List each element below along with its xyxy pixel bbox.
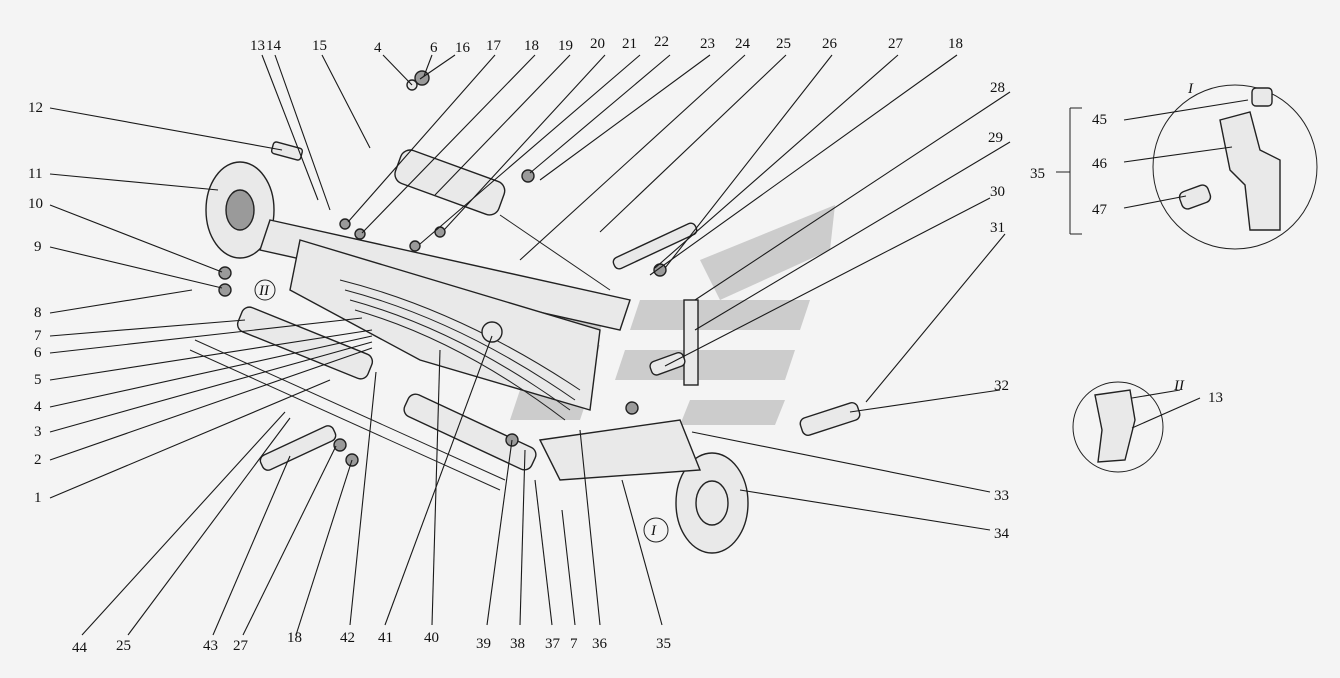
callout-39: 39: [476, 636, 491, 652]
callout-26: 26: [822, 36, 838, 52]
bottom-cylinder: [403, 393, 537, 471]
callout-30: 30: [990, 184, 1005, 200]
detail-view-II: II: [1072, 378, 1201, 473]
callout-2: 2: [34, 452, 42, 468]
callout-27-top: 27: [888, 36, 904, 52]
callout-43: 43: [203, 638, 218, 654]
detail-view-I: I: [1056, 81, 1318, 250]
callout-6: 6: [34, 345, 42, 361]
callout-23: 23: [700, 36, 715, 52]
callout-37: 37: [545, 636, 561, 652]
callout-18-top-right: 18: [948, 36, 963, 52]
steering-arm: [538, 419, 702, 481]
callout-13-detail: 13: [1208, 390, 1223, 406]
callout-3: 3: [34, 424, 42, 440]
leaf-spring: [339, 279, 581, 421]
callout-34: 34: [994, 526, 1010, 542]
callout-7: 7: [34, 328, 42, 344]
callout-44: 44: [72, 640, 88, 656]
rod-24: [612, 222, 698, 270]
bolt-12: [270, 141, 304, 161]
callout-10: 10: [28, 196, 43, 212]
callout-7-bottom: 7: [570, 636, 578, 652]
upper-hydraulic-cylinder: [394, 149, 611, 291]
callout-4-top: 4: [374, 40, 382, 56]
callout-16: 16: [455, 40, 471, 56]
bushing-47: [1178, 184, 1212, 210]
callout-20: 20: [590, 36, 605, 52]
callout-33: 33: [994, 488, 1009, 504]
callout-40: 40: [424, 630, 439, 646]
callout-18-bottom: 18: [287, 630, 302, 646]
callout-25-bottom: 25: [116, 638, 131, 654]
view-II-label-frame: II: [258, 283, 270, 299]
callout-21: 21: [622, 36, 637, 52]
callout-25-top: 25: [776, 36, 791, 52]
callout-47: 47: [1092, 202, 1108, 218]
callout-32: 32: [994, 378, 1009, 394]
callout-22: 22: [654, 34, 669, 50]
callout-41: 41: [378, 630, 393, 646]
callout-8: 8: [34, 305, 42, 321]
callout-38: 38: [510, 636, 525, 652]
leader-lines: [49, 54, 1011, 636]
callout-labels: 12 11 10 9 8 7 6 5 4 3 2 1 13 14 15 4 6 …: [28, 34, 1223, 656]
callout-9: 9: [34, 239, 42, 255]
view-II-label: II: [1173, 378, 1185, 394]
callout-1: 1: [34, 490, 42, 506]
bracket-46: [1219, 111, 1281, 231]
callout-35-bottom: 35: [656, 636, 671, 652]
callout-29: 29: [988, 130, 1003, 146]
callout-13-top: 13: [250, 38, 265, 54]
callout-17: 17: [486, 38, 502, 54]
bracket-13: [1094, 389, 1136, 463]
callout-12: 12: [28, 100, 43, 116]
callout-11: 11: [28, 166, 42, 182]
callout-15: 15: [312, 38, 327, 54]
callout-46: 46: [1092, 156, 1108, 172]
callout-42: 42: [340, 630, 355, 646]
rod-43: [259, 425, 337, 471]
king-pin: [683, 299, 699, 386]
view-I-label-top: I: [1187, 81, 1194, 97]
callout-36: 36: [592, 636, 608, 652]
callout-31: 31: [990, 220, 1005, 236]
callout-35-bracket: 35: [1030, 166, 1045, 182]
axle-assembly-drawing: [189, 70, 861, 554]
callout-28: 28: [990, 80, 1005, 96]
callout-4: 4: [34, 399, 42, 415]
callout-6-top: 6: [430, 40, 438, 56]
callout-45: 45: [1092, 112, 1107, 128]
frame-beam: [259, 219, 631, 331]
shock-absorber: [799, 402, 861, 436]
callout-27-bottom: 27: [233, 638, 249, 654]
callout-24: 24: [735, 36, 751, 52]
lower-hydraulic-cylinder: [236, 306, 374, 380]
callout-18-top: 18: [524, 38, 539, 54]
bushing-45: [1251, 87, 1273, 107]
callout-5: 5: [34, 372, 42, 388]
callout-19: 19: [558, 38, 573, 54]
callout-14: 14: [266, 38, 282, 54]
view-I-label-hub: I: [650, 523, 657, 539]
